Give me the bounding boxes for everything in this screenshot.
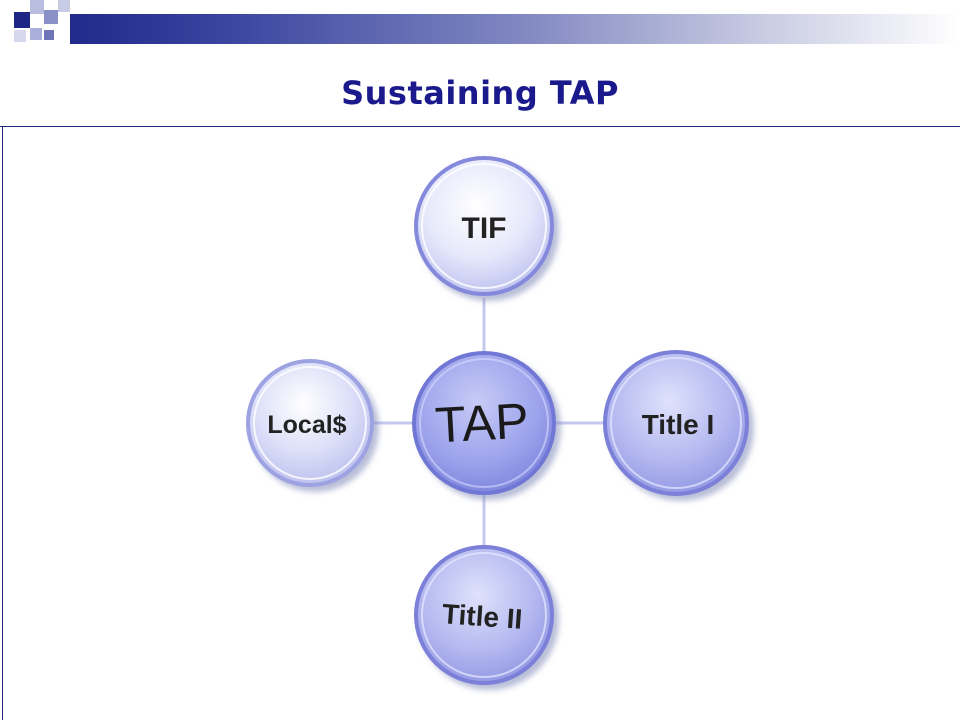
header-decor-square: [44, 10, 58, 24]
node-local: [246, 359, 374, 487]
node-label-title-ii: Title II: [441, 598, 523, 635]
node-tif: [414, 156, 554, 296]
slide-title: Sustaining TAP: [341, 74, 619, 112]
title-divider: [0, 126, 960, 127]
header-decor-square: [30, 0, 44, 14]
node-title-i: [603, 350, 749, 496]
left-border: [2, 126, 3, 720]
header-decor-square: [14, 12, 30, 28]
node-title-ii: [414, 545, 554, 685]
hub-tap: [412, 351, 556, 495]
header-gradient-bar: [70, 14, 960, 44]
node-label-title-i: Title I: [642, 409, 715, 440]
header-decor-square: [30, 28, 42, 40]
node-label-local: Local$: [267, 411, 346, 439]
header-decor-square: [44, 30, 54, 40]
header-decor-square: [14, 30, 26, 42]
header-decor-square: [58, 0, 70, 12]
hub-label-tap: TAP: [434, 393, 530, 454]
node-label-tif: TIF: [462, 212, 507, 245]
